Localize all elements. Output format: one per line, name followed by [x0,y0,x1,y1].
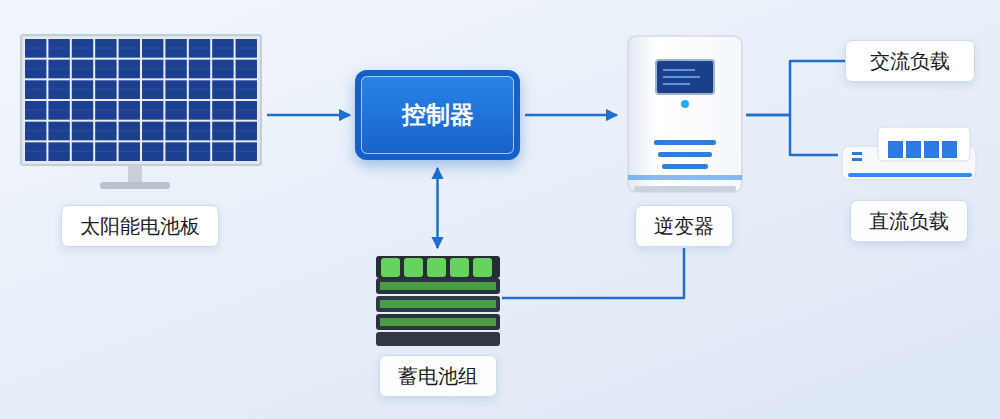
battery-cell [427,258,446,277]
dc-load-device [842,127,976,180]
battery-stripe [380,300,496,308]
battery-node: 蓄电池组 [368,250,508,398]
device-top [878,127,970,161]
screen-line [663,83,690,85]
device-mark [852,158,862,161]
box-label: 控制器 [402,99,474,131]
inverter-screen [656,60,714,94]
battery-cell [450,258,469,277]
node-label: 逆变器 [635,205,733,247]
solar-panel-node: 太阳能电池板 [15,30,265,252]
battery-layer [376,332,500,346]
flow-connector [502,248,684,298]
device-mark [852,152,862,155]
flow-connector [746,115,838,155]
battery-layer [376,278,500,294]
battery-cell [404,258,423,277]
flow-connector [746,61,845,115]
ac-load-box: 交流负载 [845,40,975,82]
node-label: 蓄电池组 [379,355,497,397]
node-label: 太阳能电池板 [61,205,219,247]
flow-connector [267,114,350,117]
vent-stripe [654,140,716,145]
screen-line [663,69,695,71]
solar-panel [21,35,261,189]
flow-connector [436,168,439,248]
battery-layer [376,296,500,312]
battery-pack [376,256,500,346]
device-cell [942,141,957,158]
battery-stripe [380,318,496,326]
battery-cell [381,258,400,277]
panel-frame [21,35,261,165]
panel-cells [24,38,258,162]
device-cell [906,141,921,158]
screen-line [663,76,700,78]
inverter-housing [628,36,742,192]
node-label: 交流负载 [845,40,975,82]
battery-stripe [380,282,496,290]
inverter-device [628,36,742,192]
inverter-foot [634,186,736,192]
status-light [681,100,689,108]
panel-base [100,182,170,189]
vent-stripe [658,152,712,157]
controller-box: 控制器 [355,70,520,160]
inverter-node: 逆变器 [622,30,746,248]
node-label: 直流负载 [850,200,968,242]
battery-cell [473,258,492,277]
glow-line [848,173,972,177]
flow-connector [525,114,617,117]
dc-load-node: 直流负载 [838,122,980,248]
battery-top [376,256,500,278]
device-cell [888,141,903,158]
inverter-band [628,175,742,180]
vent-stripe [662,164,708,169]
device-cell [924,141,939,158]
battery-layer [376,314,500,330]
